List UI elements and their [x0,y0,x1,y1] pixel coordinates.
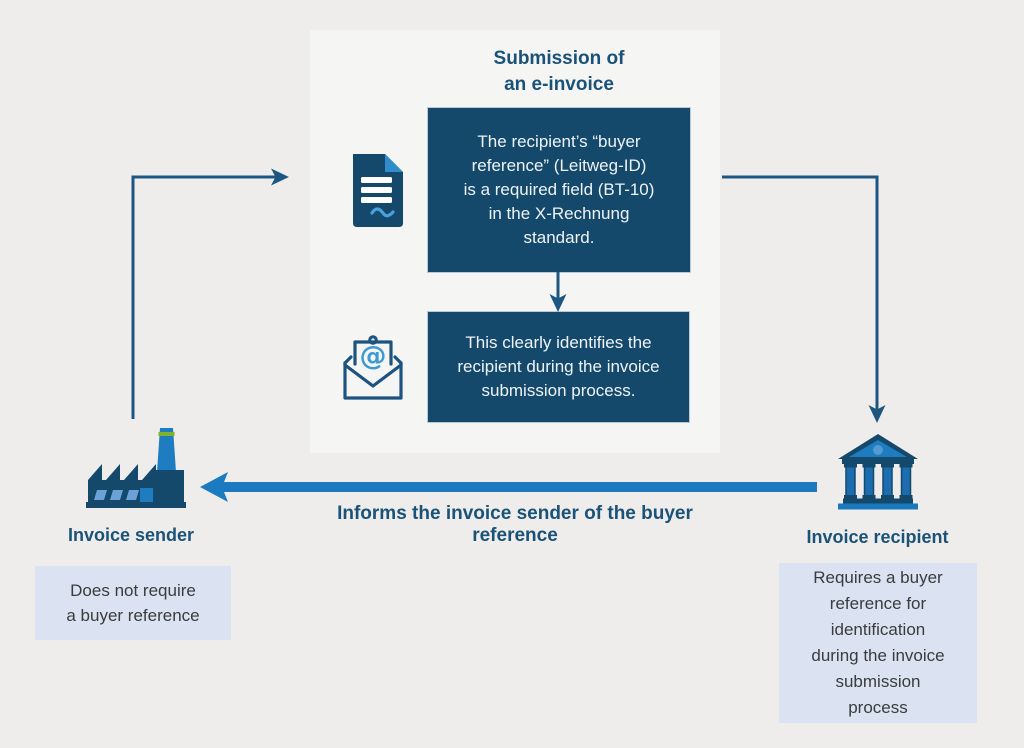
diagram-title: Submission of an e-invoice [493,48,625,95]
recipient-identification-box: This clearly identifies the recipient du… [428,312,689,422]
document-icon [345,152,407,230]
recipient-identification-text: This clearly identifies the recipient du… [457,333,660,400]
sender-note-text: Does not require a buyer reference [66,581,200,625]
email-envelope-icon: @ [338,332,408,404]
buyer-reference-info-box: The recipient’s “buyer reference” (Leitw… [428,108,690,272]
recipient-note-box: Requires a buyer reference for identific… [779,563,977,723]
buyer-reference-info-text: The recipient’s “buyer reference” (Leitw… [463,132,655,247]
arrow-invoice-to-recipient [722,175,886,423]
arrow-sender-to-invoice [131,168,289,419]
recipient-note-text: Requires a buyer reference for identific… [811,568,945,717]
arrow-caption: Informs the invoice sender of the buyer … [337,503,693,546]
svg-text:@: @ [360,341,387,372]
invoice-recipient-label: Invoice recipient [806,527,949,547]
sender-note-box: Does not require a buyer reference [35,566,231,640]
invoice-sender-label: Invoice sender [67,525,195,545]
arrow-recipient-to-sender [200,472,817,502]
factory-icon [84,426,188,508]
bank-icon [834,432,922,510]
